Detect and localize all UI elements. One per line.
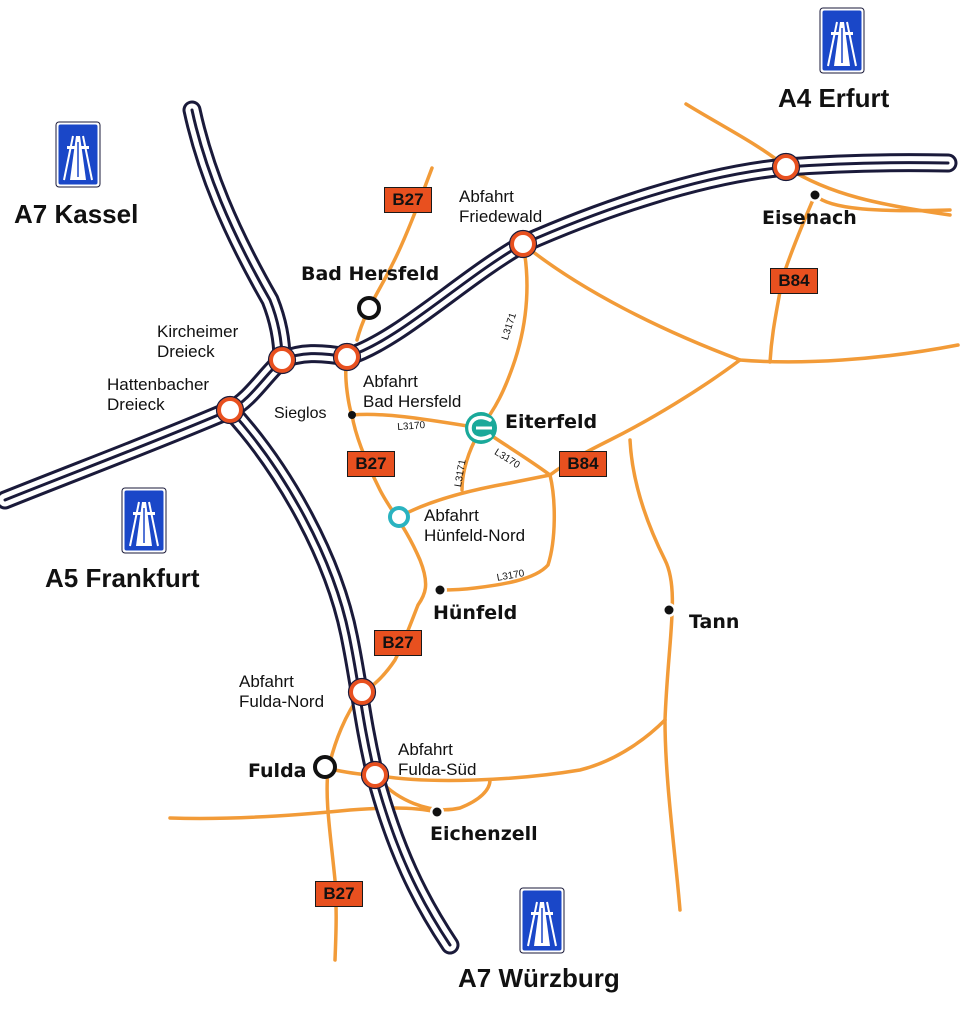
junction-markers bbox=[217, 154, 799, 788]
label-abfahrt-bad-hersfeld: Abfahrt Bad Hersfeld bbox=[363, 372, 462, 411]
label-eiterfeld: Eiterfeld bbox=[505, 411, 598, 433]
autobahn-signs bbox=[55, 7, 865, 954]
label-huenfeld: Hünfeld bbox=[433, 602, 518, 624]
junction-fulda-sued bbox=[362, 762, 388, 788]
label-eichenzell: Eichenzell bbox=[430, 823, 538, 845]
shield-b27: B27 bbox=[384, 187, 432, 213]
road-eisenach-w bbox=[813, 193, 952, 213]
label-abfahrt-friedewald: Abfahrt Friedewald bbox=[459, 187, 543, 226]
label-bad-hersfeld: Bad Hersfeld bbox=[301, 263, 440, 285]
label-hattenbacher-dreieck: Hattenbacher Dreieck bbox=[107, 375, 210, 414]
road-eisenach-nw bbox=[684, 102, 788, 169]
junction-outer-rings bbox=[215, 152, 801, 790]
road-huenfeld-nord-link bbox=[397, 473, 552, 519]
label-kircheimer-dreieck: Kircheimer Dreieck bbox=[157, 322, 239, 361]
motorways bbox=[0, 100, 958, 955]
junction-friedewald bbox=[510, 231, 536, 257]
label-a4-erfurt: A4 Erfurt bbox=[778, 83, 890, 113]
junction-erfurt bbox=[773, 154, 799, 180]
shield-b27: B27 bbox=[315, 881, 363, 907]
autobahn-icon bbox=[55, 121, 101, 188]
town-marker-sieglos bbox=[348, 411, 356, 419]
road-l3171-south bbox=[460, 438, 477, 492]
label-a5-frankfurt: A5 Frankfurt bbox=[45, 563, 200, 593]
shield-b84: B84 bbox=[770, 268, 818, 294]
label-abfahrt-fulda-nord: Abfahrt Fulda-Nord bbox=[239, 672, 325, 711]
eiterfeld-logo-icon bbox=[465, 412, 497, 444]
junction-huenfeld-nord bbox=[388, 506, 410, 528]
autobahn-icon bbox=[819, 7, 865, 74]
town-markers bbox=[313, 188, 822, 819]
town-marker-bad-hersfeld bbox=[357, 296, 381, 320]
label-abfahrt-fulda-sued: Abfahrt Fulda-Süd bbox=[398, 740, 477, 779]
label-a7-kassel: A7 Kassel bbox=[14, 199, 139, 229]
town-marker-fulda bbox=[313, 755, 337, 779]
road-l3171-north bbox=[478, 242, 529, 430]
label-sieglos: Sieglos bbox=[274, 405, 327, 422]
road-tann bbox=[628, 438, 682, 912]
label-tann: Tann bbox=[689, 611, 740, 633]
label-fulda: Fulda bbox=[248, 760, 307, 782]
road-l3170-west bbox=[350, 412, 482, 430]
junction-hattenbacher bbox=[217, 397, 243, 423]
label-eisenach: Eisenach bbox=[762, 207, 857, 229]
road-fulda-west bbox=[168, 806, 439, 821]
shield-b27: B27 bbox=[347, 451, 395, 477]
junction-kirchheimer bbox=[269, 347, 295, 373]
road-friedewald-east bbox=[521, 242, 960, 364]
road-l3170-south bbox=[438, 473, 556, 592]
autobahn-icon bbox=[519, 887, 565, 954]
junction-bad-hersfeld bbox=[334, 344, 360, 370]
label-a7-wuerzburg: A7 Würzburg bbox=[458, 963, 620, 993]
label-l3170: L3170 bbox=[397, 420, 426, 433]
junction-fulda-nord bbox=[349, 679, 375, 705]
autobahn-icon bbox=[121, 487, 167, 554]
road-fulda-sued-east bbox=[373, 718, 667, 783]
road-eichenzell-link bbox=[373, 773, 492, 812]
label-abfahrt-huenfeld-nord: Abfahrt Hünfeld-Nord bbox=[424, 506, 526, 545]
shield-b27: B27 bbox=[374, 630, 422, 656]
shield-b84: B84 bbox=[559, 451, 607, 477]
